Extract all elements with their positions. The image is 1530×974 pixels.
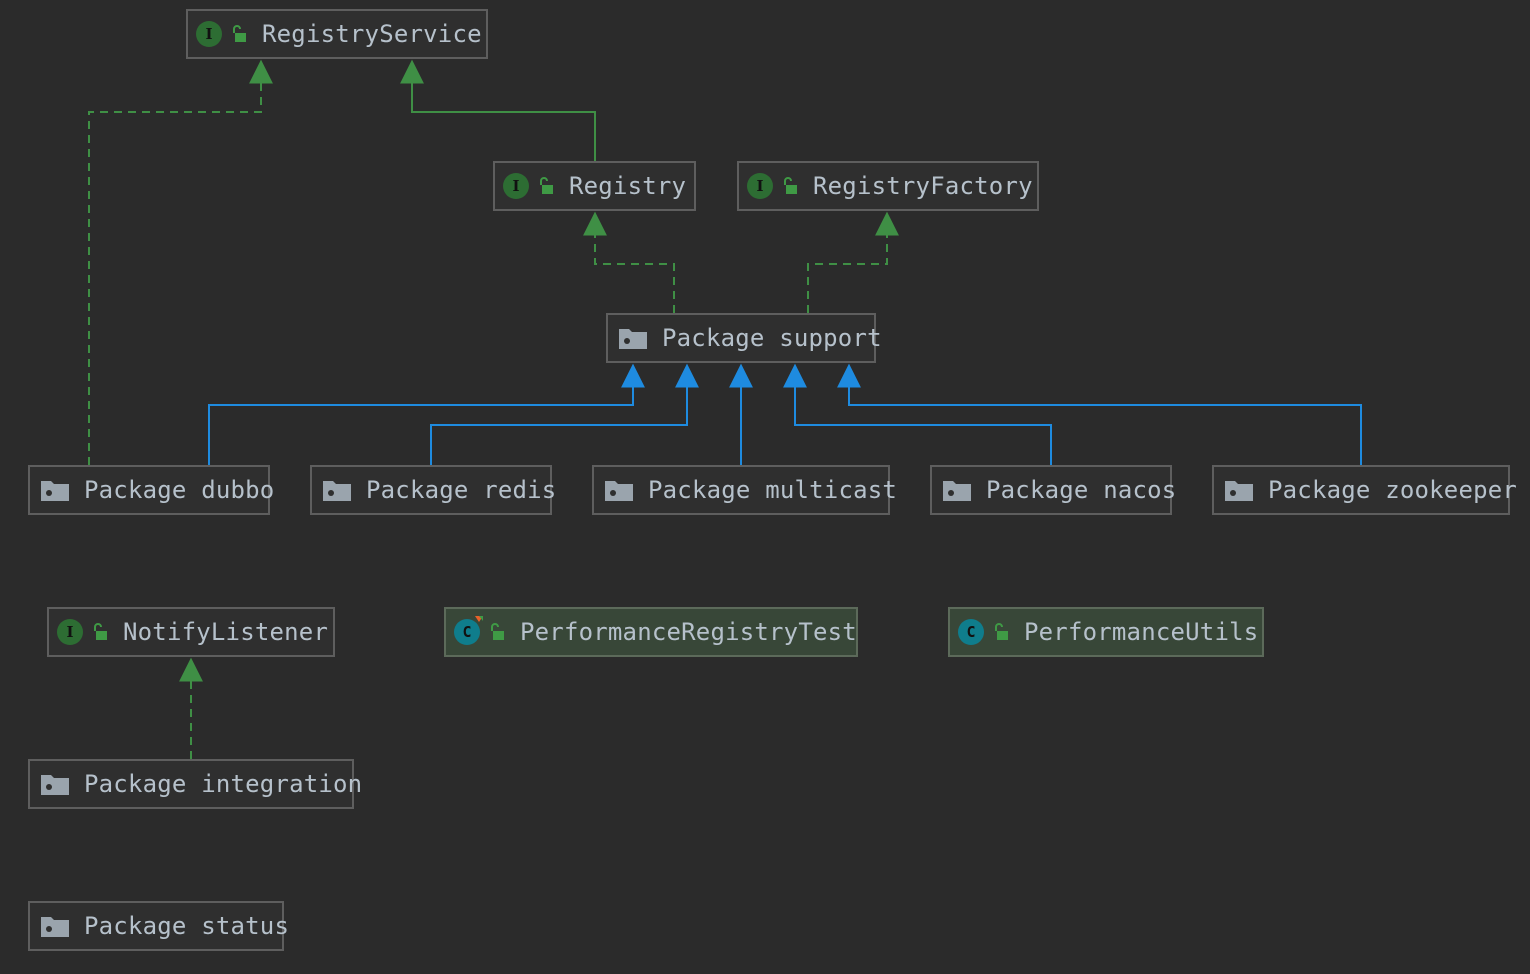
node-label: RegistryFactory — [813, 172, 1033, 200]
edge-zookeeper-support — [837, 363, 1362, 465]
node-performance-utils[interactable]: C PerformanceUtils — [948, 607, 1264, 657]
unlocked-icon — [784, 177, 797, 194]
node-label: RegistryService — [262, 20, 482, 48]
node-package-dubbo[interactable]: Package dubbo — [28, 465, 274, 515]
node-label: Package nacos — [986, 476, 1177, 504]
folder-icon — [619, 329, 647, 349]
edge-registry-registryservice — [400, 59, 596, 161]
folder-icon — [943, 481, 971, 501]
edge-support-registryfactory — [807, 211, 899, 313]
edge-dubbo-registryservice — [88, 59, 273, 465]
node-label: Package status — [84, 912, 290, 940]
node-package-nacos[interactable]: Package nacos — [930, 465, 1176, 515]
node-notify-listener[interactable]: I NotifyListener — [47, 607, 335, 657]
node-package-redis[interactable]: Package redis — [310, 465, 556, 515]
unlocked-icon — [491, 623, 504, 640]
edge-redis-support — [430, 363, 699, 465]
folder-icon — [323, 481, 351, 501]
node-label: Package zookeeper — [1268, 476, 1518, 504]
test-marker-icon — [475, 616, 483, 622]
node-label: PerformanceRegistryTest — [520, 618, 857, 646]
edge-support-registry — [583, 211, 675, 313]
node-label: Package redis — [366, 476, 557, 504]
node-registry-service[interactable]: I RegistryService — [186, 9, 488, 59]
unlocked-icon — [995, 623, 1008, 640]
node-package-zookeeper[interactable]: Package zookeeper — [1212, 465, 1517, 515]
folder-icon — [41, 917, 69, 937]
interface-icon: I — [196, 21, 222, 47]
node-package-status[interactable]: Package status — [28, 901, 289, 951]
folder-icon — [41, 481, 69, 501]
edge-nacos-support — [783, 363, 1052, 465]
node-label: Package multicast — [648, 476, 898, 504]
node-registry-factory[interactable]: I RegistryFactory — [737, 161, 1039, 211]
class-badge-letter: C — [462, 623, 472, 641]
interface-icon: I — [503, 173, 529, 199]
node-package-multicast[interactable]: Package multicast — [592, 465, 897, 515]
node-label: Package dubbo — [84, 476, 275, 504]
node-label: PerformanceUtils — [1024, 618, 1259, 646]
unlocked-icon — [233, 25, 246, 42]
class-icon: C — [958, 619, 984, 645]
interface-icon: I — [747, 173, 773, 199]
node-label: Package support — [662, 324, 882, 352]
class-icon: C — [454, 616, 483, 645]
node-label: NotifyListener — [123, 618, 329, 646]
node-package-support[interactable]: Package support — [606, 313, 882, 363]
unlocked-icon — [94, 623, 107, 640]
node-package-integration[interactable]: Package integration — [28, 759, 362, 809]
edge-dubbo-support — [208, 363, 645, 465]
unlocked-icon — [540, 177, 553, 194]
node-registry[interactable]: I Registry — [493, 161, 696, 211]
node-label: Registry — [569, 172, 687, 200]
folder-icon — [605, 481, 633, 501]
folder-icon — [1225, 481, 1253, 501]
node-performance-registry-test[interactable]: C PerformanceRegistryTest — [444, 607, 858, 657]
interface-icon: I — [57, 619, 83, 645]
folder-icon — [41, 775, 69, 795]
node-label: Package integration — [84, 770, 363, 798]
